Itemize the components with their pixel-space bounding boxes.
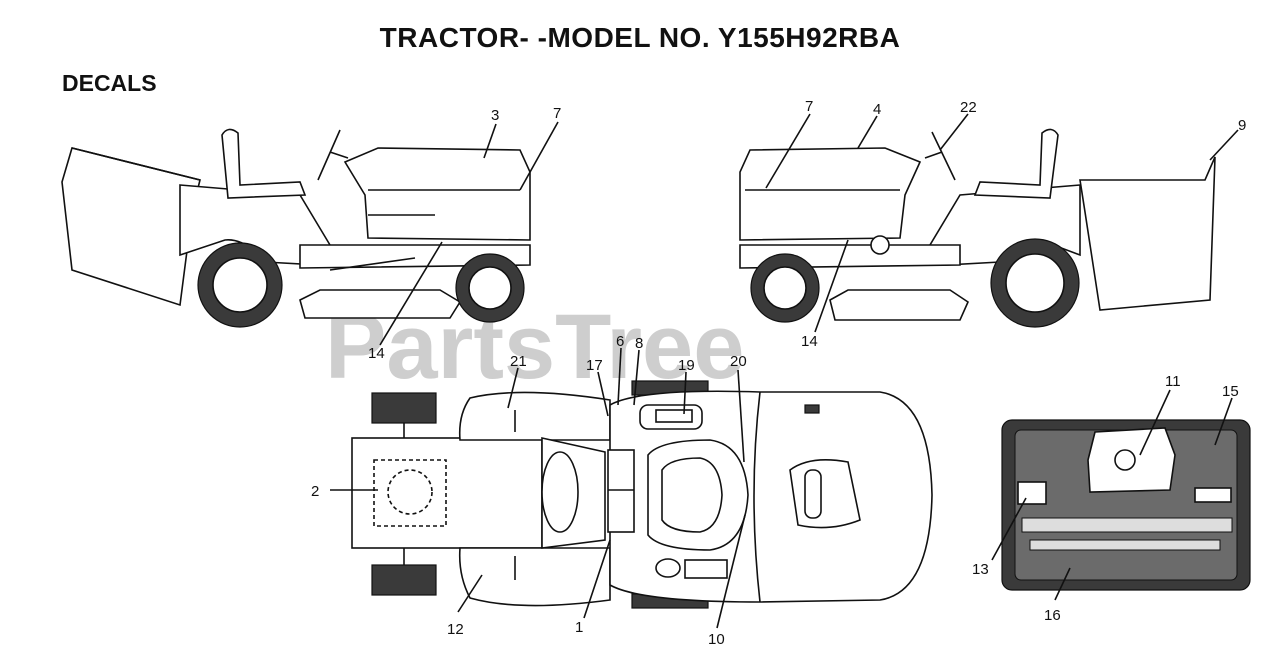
callout-21: 21: [510, 353, 527, 370]
callout-15: 15: [1222, 383, 1239, 400]
callout-7: 7: [553, 105, 561, 122]
callout-11: 11: [1165, 373, 1181, 390]
callout-8: 8: [635, 335, 643, 352]
control-panel-detail: [1001, 419, 1251, 591]
callout-3: 3: [491, 107, 499, 124]
callout-1: 1: [575, 619, 583, 636]
callout-7: 7: [805, 98, 813, 115]
tractor-left-side-view: [61, 128, 531, 328]
callout-4: 4: [873, 101, 881, 118]
callout-12: 12: [447, 621, 464, 638]
callout-16: 16: [1044, 607, 1061, 624]
callout-6: 6: [616, 333, 624, 350]
section-heading: DECALS: [62, 70, 157, 96]
callout-20: 20: [730, 353, 747, 370]
leader-lines: [330, 113, 1239, 629]
tractor-top-view: [351, 380, 933, 609]
callout-9: 9: [1238, 117, 1246, 134]
callout-13: 13: [972, 561, 989, 578]
callout-17: 17: [586, 357, 603, 374]
tractor-right-side-view: [739, 128, 1216, 328]
diagram-title: TRACTOR- -MODEL NO. Y155H92RBA: [379, 22, 901, 53]
callout-14: 14: [801, 333, 818, 350]
callout-14: 14: [368, 345, 385, 362]
callout-19: 19: [678, 357, 695, 374]
callout-22: 22: [960, 99, 977, 116]
callout-2: 2: [311, 483, 319, 500]
callout-labels: 3 7 7 4 22 9 14 14 2 21 17 6 8 19 20 1 1…: [311, 98, 1246, 648]
callout-10: 10: [708, 631, 725, 648]
